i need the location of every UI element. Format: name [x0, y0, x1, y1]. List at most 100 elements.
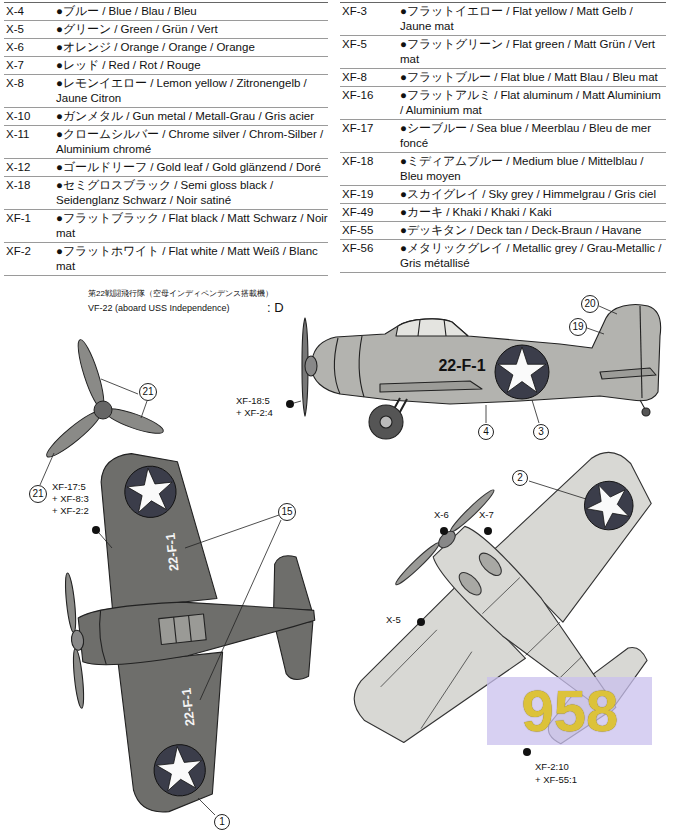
roundel	[574, 471, 643, 540]
paint-point	[484, 527, 492, 535]
canopy-frame	[418, 319, 446, 336]
paint-code: XF-16	[340, 88, 400, 118]
callout-number: 2	[512, 470, 528, 486]
paint-row: X-6●オレンジ / Orange / Orange / Orange	[4, 39, 328, 57]
paint-table-column: XF-3●フラットイエロー / Flat yellow / Matt Gelb …	[340, 2, 666, 273]
callout-text: 20	[584, 299, 595, 309]
leader-line	[141, 401, 147, 418]
leader-line	[185, 515, 279, 548]
paint-row: XF-8●フラットブルー / Flat blue / Matt Blau / B…	[340, 69, 666, 87]
paint-name: ●メタリックグレイ / Metallic grey / Grau-Metalli…	[400, 241, 666, 271]
paint-callout: + XF-2:4	[236, 408, 273, 419]
callout-text: 15	[281, 507, 292, 517]
paint-code: XF-18	[340, 154, 400, 184]
cockpit	[159, 614, 206, 645]
callout-number: 21	[139, 383, 157, 401]
callout-number: 4	[478, 424, 494, 440]
paint-name: ●フラットグリーン / Flat green / Matt Grün / Ver…	[400, 37, 666, 67]
paint-name: ●オレンジ / Orange / Orange / Orange	[56, 40, 328, 55]
leader-line	[99, 533, 112, 548]
paint-code: XF-8	[340, 70, 400, 85]
leader-line	[294, 401, 301, 403]
paint-row: X-8●レモンイエロー / Lemon yellow / Zitronengel…	[4, 75, 328, 108]
spinner	[71, 630, 85, 651]
stabilizer	[275, 622, 319, 682]
paint-code: XF-5	[340, 37, 400, 67]
propeller-blade	[73, 338, 108, 411]
paint-name: ●デッキタン / Deck tan / Deck-Braun / Havane	[400, 223, 666, 238]
paint-row: XF-56●メタリックグレイ / Metallic grey / Grau-Me…	[340, 240, 666, 273]
paint-row: XF-49●カーキ / Khaki / Khaki / Kaki	[340, 204, 666, 222]
paint-code: XF-1	[4, 211, 56, 241]
spinner	[305, 356, 317, 376]
paint-code: X-12	[4, 160, 56, 175]
watermark: 958	[522, 682, 619, 740]
callout-number: 15	[278, 503, 296, 521]
paint-code: X-5	[4, 22, 56, 37]
stabilizer	[600, 368, 656, 379]
paint-points	[92, 400, 531, 756]
paint-code: XF-19	[340, 187, 400, 202]
propeller-blade	[393, 540, 442, 587]
paint-point	[523, 748, 531, 756]
paint-code: X-11	[4, 127, 56, 157]
fuselage	[312, 305, 661, 405]
paint-point	[440, 527, 448, 535]
leader-line	[529, 481, 586, 499]
tail-wheel-strut	[640, 400, 645, 409]
rudder-line	[640, 306, 642, 398]
paint-code: X-4	[4, 4, 56, 19]
paint-name: ●セミグロスブラック / Semi gloss black / Seidengl…	[56, 178, 328, 208]
leader-line	[532, 400, 539, 423]
paint-callout: + XF-55:1	[535, 775, 577, 786]
callout-number: 20	[581, 295, 599, 313]
callout-number: 3	[533, 424, 549, 440]
leader-line	[198, 798, 215, 815]
paint-code: XF-55	[340, 223, 400, 238]
canopy-frame	[174, 616, 192, 643]
paint-table-column: X-4●ブルー / Blue / Blau / BleuX-5●グリーン / G…	[4, 2, 328, 276]
paint-callout: XF-17:5	[52, 482, 86, 493]
propeller-blade	[448, 487, 497, 534]
paint-point	[92, 526, 100, 534]
callout-text: 4	[483, 427, 489, 437]
paint-name: ●フラットブラック / Flat black / Matt Schwarz / …	[56, 211, 328, 241]
paint-callout: X-5	[386, 615, 401, 626]
paint-name: ●スカイグレイ / Sky grey / Himmelgrau / Gris c…	[400, 187, 666, 202]
propeller-detail	[43, 338, 166, 462]
callout-text: 2	[517, 473, 523, 483]
paint-row: XF-18●ミディアムブルー / Medium blue / Mittelbla…	[340, 153, 666, 186]
callout-text: 19	[572, 322, 583, 332]
callout-number: 19	[569, 318, 587, 336]
paint-callout: X-6	[434, 510, 449, 521]
paint-row: X-10●ガンメタル / Gun metal / Metall-Grau / G…	[4, 108, 328, 126]
paint-row: X-11●クロームシルバー / Chrome silver / Chrom-Si…	[4, 126, 328, 159]
callout-text: 21	[142, 387, 153, 397]
leader-line	[40, 453, 54, 485]
paint-code: X-6	[4, 40, 56, 55]
aircraft-code: 22-F-1	[180, 687, 197, 726]
wheel-hub	[380, 416, 392, 428]
leader-line	[200, 520, 281, 700]
paint-row: XF-1●フラットブラック / Flat black / Matt Schwar…	[4, 210, 328, 243]
paint-name: ●クロームシルバー / Chrome silver / Chrom-Silber…	[56, 127, 328, 157]
leader-line	[486, 405, 487, 423]
paint-callout: + XF-2:2	[52, 506, 89, 517]
paint-row: XF-5●フラットグリーン / Flat green / Matt Grün /…	[340, 36, 666, 69]
top-view	[52, 436, 333, 820]
cowling-line	[98, 611, 107, 665]
marking-subtitle: VF-22 (aboard USS Independence)	[88, 303, 230, 313]
paint-row: XF-55●デッキタン / Deck tan / Deck-Braun / Ha…	[340, 222, 666, 240]
paint-name: ●ミディアムブルー / Medium blue / Mittelblau / B…	[400, 154, 666, 184]
paint-name: ●ガンメタル / Gun metal / Metall-Grau / Gris …	[56, 109, 328, 124]
roundel	[151, 742, 207, 798]
paint-name: ●フラットブルー / Flat blue / Matt Blau / Bleu …	[400, 70, 666, 85]
propeller-hub	[94, 401, 112, 419]
roundel	[122, 464, 178, 520]
tail-wheel	[642, 408, 650, 416]
paint-name: ●ゴールドリーフ / Gold leaf / Gold glänzend / D…	[56, 160, 328, 175]
paint-code: XF-2	[4, 244, 56, 274]
paint-point	[286, 400, 294, 408]
paint-row: XF-19●スカイグレイ / Sky grey / Himmelgrau / G…	[340, 186, 666, 204]
